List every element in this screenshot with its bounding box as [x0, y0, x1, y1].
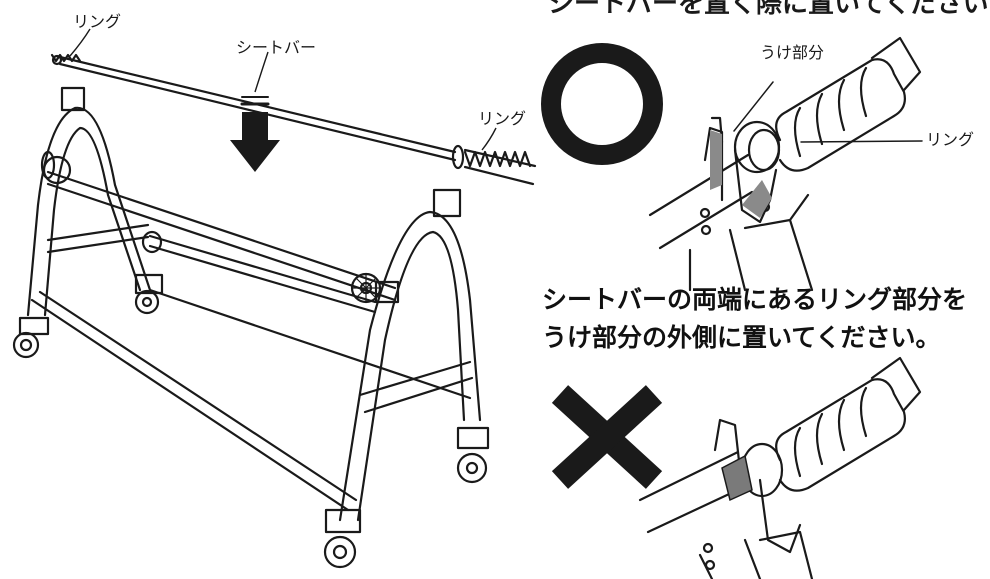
ring-on-receiver-shading — [721, 454, 753, 502]
receiver-label: うけ部分 — [760, 43, 825, 62]
sheet-bar-label: シートバー — [236, 38, 317, 57]
correct-closeup-illustration — [648, 36, 923, 292]
receiver-plate-shading — [710, 130, 722, 190]
down-arrow-icon — [230, 96, 280, 172]
ring-label-right: リング — [478, 109, 527, 128]
ring-label-left: リング — [73, 12, 122, 31]
ring-label-closeup: リング — [926, 130, 975, 149]
cross-symbol — [551, 385, 663, 489]
rack-illustration — [12, 53, 537, 569]
receiver-plate-shading-right — [742, 180, 772, 218]
instruction-text: シートバーの両端にあるリング部分を うけ部分の外側に置いてください。 — [542, 281, 967, 357]
instruction-line-1: シートバーの両端にあるリング部分を — [542, 285, 968, 314]
instruction-line-2: うけ部分の外側に置いてください。 — [542, 323, 941, 352]
header-text: シートバーを置く際に置いてください — [548, 0, 989, 19]
sheet-bar — [50, 53, 537, 186]
incorrect-closeup-illustration — [638, 356, 922, 579]
correct-symbol — [541, 43, 663, 165]
